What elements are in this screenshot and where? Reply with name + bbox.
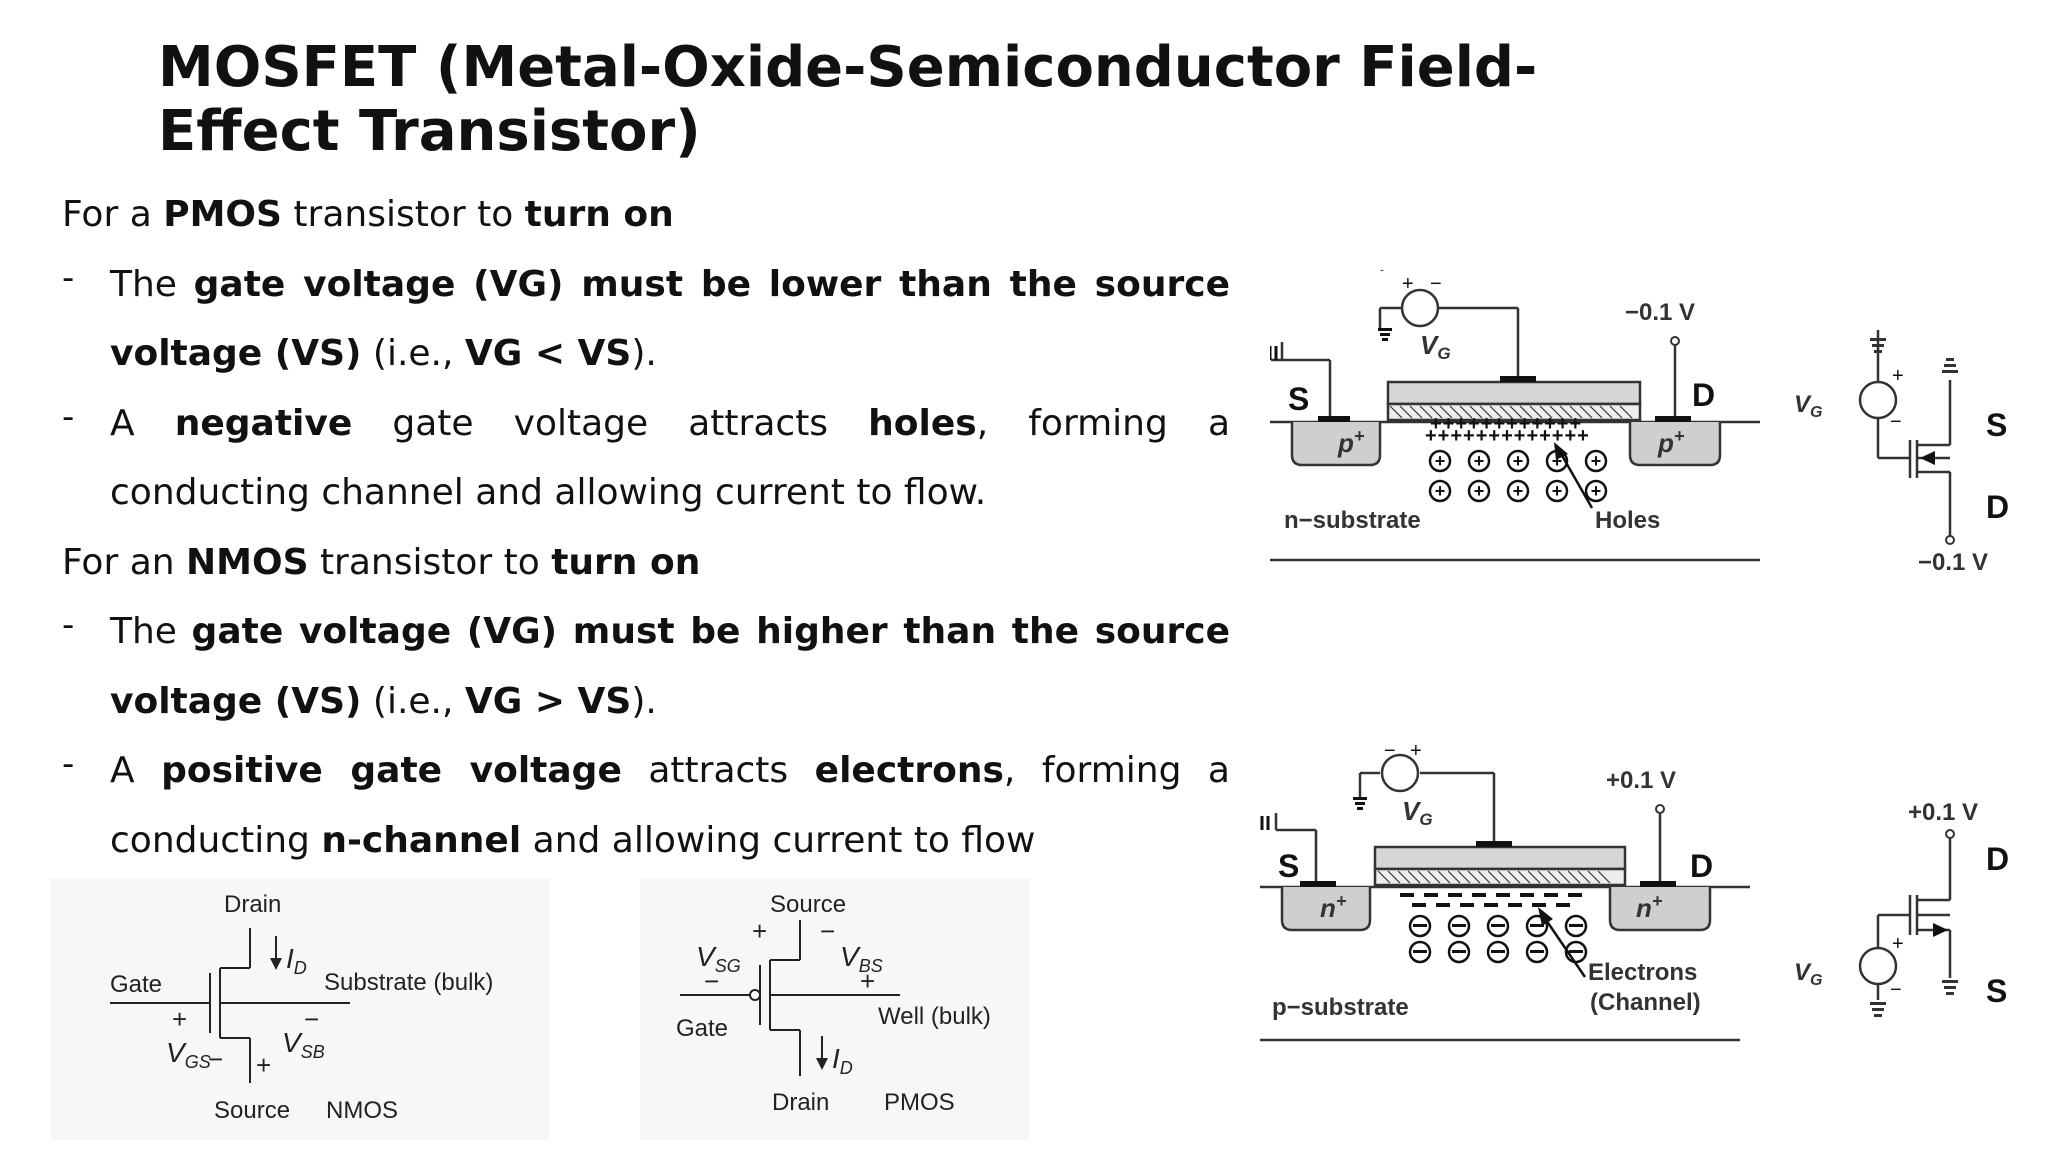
svg-text:VG: VG — [1402, 796, 1433, 829]
svg-text:+: + — [1591, 481, 1602, 501]
svg-text:VG: VG — [1420, 330, 1451, 363]
nmos-heading: For an NMOS transistor to turn on — [62, 541, 701, 583]
svg-text:−0.1 V: −0.1 V — [1918, 549, 1988, 576]
svg-text:−: − — [208, 1044, 223, 1074]
svg-text:−: − — [1384, 745, 1396, 762]
svg-text:Drain: Drain — [224, 891, 281, 918]
svg-text:D: D — [1986, 841, 2009, 877]
svg-text:+: + — [1513, 481, 1524, 501]
svg-text:+: + — [1591, 451, 1602, 471]
svg-text:+: + — [1410, 745, 1422, 762]
svg-text:VBS: VBS — [840, 941, 883, 976]
svg-text:Gate: Gate — [110, 971, 162, 998]
pmos-terminal-diagram: Source Gate Drain PMOS Well (bulk) VSG V… — [640, 878, 1030, 1140]
svg-text:Drain: Drain — [772, 1089, 829, 1116]
svg-text:−0.1 V: −0.1 V — [1625, 299, 1695, 326]
nmos-symbol-figure: + − VG +0.1 V D S — [1794, 799, 2009, 1017]
svg-text:D: D — [1692, 377, 1715, 413]
svg-text:+: + — [1552, 451, 1563, 471]
svg-text:+: + — [1435, 481, 1446, 501]
svg-text:−: − — [1890, 979, 1902, 1001]
svg-text:D: D — [1986, 489, 2009, 525]
svg-text:NMOS: NMOS — [326, 1097, 398, 1124]
svg-text:VG: VG — [1794, 391, 1822, 421]
svg-text:+: + — [1474, 481, 1485, 501]
svg-text:VSB: VSB — [282, 1027, 325, 1062]
pmos-bullet-2: A negative gate voltage attracts holes, … — [62, 383, 1230, 528]
svg-text:D: D — [1690, 848, 1713, 884]
svg-text:+++++++++++++: +++++++++++++ — [1425, 425, 1590, 447]
svg-text:++++++++++++: ++++++++++++ — [1430, 413, 1582, 435]
svg-text:−: − — [1890, 411, 1902, 433]
svg-text:+: + — [172, 1004, 187, 1034]
slide-title: MOSFET (Metal-Oxide-Semiconductor Field-… — [158, 35, 1538, 164]
svg-text:Source: Source — [770, 891, 846, 918]
nmos-terminal-diagram: Drain Gate Source NMOS Substrate (bulk) … — [50, 878, 550, 1140]
svg-text:+: + — [860, 966, 875, 996]
svg-text:Electrons: Electrons — [1588, 959, 1697, 986]
svg-text:+: + — [1892, 933, 1904, 955]
nmos-bullet-2: A positive gate voltage attracts electro… — [62, 730, 1230, 875]
svg-text:+: + — [1552, 481, 1563, 501]
svg-text:+0.1 V: +0.1 V — [1908, 799, 1978, 826]
pmos-heading: For a PMOS transistor to turn on — [62, 194, 674, 235]
svg-text:Well (bulk): Well (bulk) — [878, 1003, 991, 1030]
svg-text:−: − — [704, 966, 719, 996]
svg-text:+: + — [1892, 365, 1904, 387]
svg-text:S: S — [1986, 973, 2007, 1009]
svg-text:ID: ID — [832, 1043, 853, 1078]
nmos-bullet-1: The gate voltage (VG) must be higher tha… — [62, 591, 1230, 736]
svg-text:n+: n+ — [1636, 891, 1663, 923]
svg-text:+: + — [1435, 451, 1446, 471]
svg-text:+: + — [752, 916, 767, 946]
nmos-cross-section-figure: −+ VG +0.1 V S D n+ n+ p−substrate Elect… — [1260, 745, 1750, 1042]
svg-text:S: S — [1986, 407, 2007, 443]
slide-body: For a PMOS transistor to turn on The gat… — [62, 180, 1230, 875]
svg-text:Gate: Gate — [676, 1015, 728, 1042]
svg-text:+0.1 V: +0.1 V — [1606, 767, 1676, 794]
svg-text:n+: n+ — [1320, 891, 1347, 923]
svg-text:p+: p+ — [1337, 426, 1365, 458]
svg-text:−: − — [304, 1004, 319, 1034]
svg-text:ID: ID — [286, 943, 307, 978]
svg-text:+: + — [1513, 451, 1524, 471]
svg-text:Substrate (bulk): Substrate (bulk) — [324, 969, 493, 996]
svg-text:VGS: VGS — [166, 1037, 211, 1072]
svg-text:S: S — [1278, 848, 1299, 884]
svg-text:Source: Source — [214, 1097, 290, 1124]
pmos-symbol-figure: + − VG S D −0.1 V — [1794, 330, 2009, 576]
pmos-cross-section-figure: +− VG −0.1 V S D p+ p+ n−substrate Holes… — [1270, 270, 1760, 562]
svg-text:+: + — [256, 1050, 271, 1080]
svg-text:−: − — [820, 916, 835, 946]
pmos-bullet-1: The gate voltage (VG) must be lower than… — [62, 244, 1230, 389]
svg-text:S: S — [1288, 381, 1309, 417]
svg-text:n−substrate: n−substrate — [1284, 507, 1421, 534]
svg-text:VG: VG — [1794, 959, 1822, 989]
svg-text:+: + — [1402, 273, 1414, 295]
svg-text:Holes: Holes — [1595, 507, 1660, 534]
svg-text:PMOS: PMOS — [884, 1089, 955, 1116]
svg-text:+: + — [1474, 451, 1485, 471]
svg-text:VSG: VSG — [696, 941, 741, 976]
svg-text:(Channel): (Channel) — [1590, 989, 1701, 1016]
svg-text:p−substrate: p−substrate — [1272, 994, 1409, 1021]
svg-text:−: − — [1430, 273, 1442, 295]
svg-text:p+: p+ — [1657, 426, 1685, 458]
